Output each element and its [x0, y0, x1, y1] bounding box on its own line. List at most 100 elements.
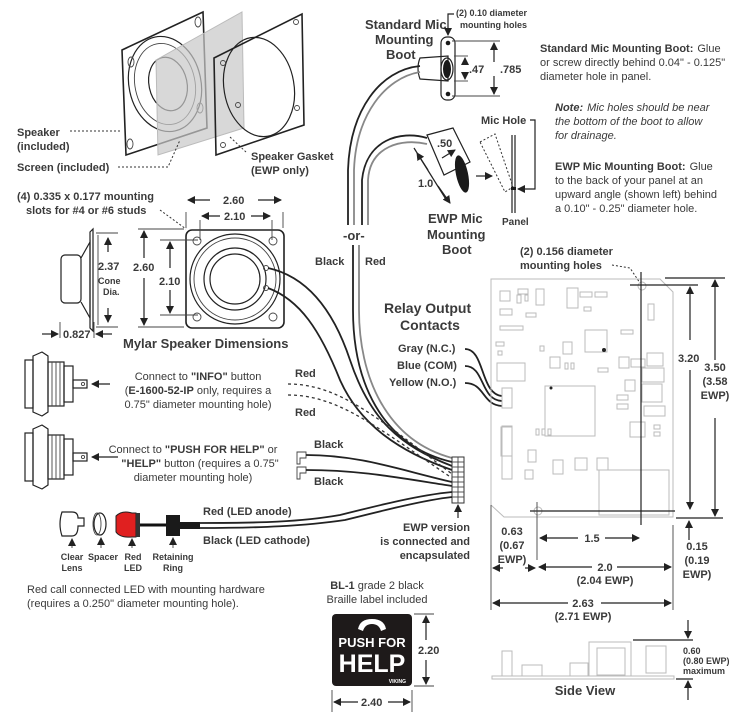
led-desc-line-2: (requires a 0.250" diameter mounting hol… [27, 598, 239, 610]
std-mic-desc-line-2: or screw directly behind 0.04" - 0.125" [540, 57, 725, 69]
std-mic-holes-note-1: (2) 0.10 diameter [456, 8, 528, 18]
help-text-bold: "PUSH FOR HELP" [165, 444, 265, 456]
ewp-mic-desc-line-1: EWP Mic Mounting Boot:Glue [555, 161, 713, 173]
circuit-board [490, 278, 674, 518]
led-part-4-l2: Ring [163, 563, 183, 573]
braille-label: PUSH FOR HELP VIKING [332, 614, 412, 686]
speaker-exploded-view [70, 10, 305, 168]
ewp-mic-title-3: Boot [442, 242, 472, 257]
phone-icon [358, 619, 386, 631]
board-side-view [491, 641, 675, 680]
led-part-3-l2: LED [124, 563, 143, 573]
panel-label: Panel [502, 217, 529, 228]
wire-connector [451, 456, 465, 504]
std-mic-desc-line-3: diameter hole in panel. [540, 71, 651, 83]
board-left-offset-2: (0.67 [499, 540, 524, 552]
ewp-mic-desc-title: EWP Mic Mounting Boot: [555, 161, 686, 173]
retaining-ring [166, 515, 180, 536]
speaker-depth: 0.827 [63, 329, 91, 341]
speaker-outer-width: 2.60 [223, 195, 244, 207]
main-wire-bundle [267, 245, 453, 471]
ewp-mic-title-2: Mounting [427, 227, 486, 242]
std-mic-holes-note-2: mounting holes [460, 20, 527, 30]
braille-grade: grade 2 black [355, 580, 425, 592]
info-button-text-3: 0.75" diameter mounting hole) [125, 399, 272, 411]
help-text-pre: Connect to [109, 444, 165, 456]
info-text-post: button [228, 371, 262, 383]
speaker-included-label: (included) [17, 141, 70, 153]
speaker-inner-width: 2.10 [224, 211, 245, 223]
led-part-1-l2: Lens [61, 563, 82, 573]
info-text-bold: "INFO" [191, 371, 228, 383]
help-button-drawing [24, 424, 88, 490]
info-model-post: only, requires a [194, 385, 272, 397]
help-wire-terminals [296, 451, 307, 480]
braille-caption-line-1: BL-1 grade 2 black [330, 580, 424, 592]
side-view-label: Side View [555, 683, 616, 698]
mic-hole-label: Mic Hole [481, 115, 526, 127]
board-width-inner-2: (2.04 EWP) [577, 575, 634, 587]
ewp-mic-dim-width: .50 [437, 138, 452, 150]
relay-title-1: Relay Output [384, 300, 471, 316]
main-header [501, 425, 513, 480]
slots-note-line-1: (4) 0.335 x 0.177 mounting [17, 191, 154, 203]
board-holes-note-1: (2) 0.156 diameter [520, 246, 614, 258]
speaker-inner-height: 2.10 [159, 276, 180, 288]
mic-black-wire-label: Black [315, 256, 345, 268]
std-mic-title-3: Boot [386, 47, 416, 62]
led-assembly [59, 511, 200, 538]
info-red-wire-2: Red [295, 407, 316, 419]
relay-yellow-label: Yellow (N.O.) [389, 377, 457, 389]
ewp-mic-desc-line-3: upward angle (shown left) behind [555, 189, 717, 201]
board-left-offset-3: EWP) [498, 554, 527, 566]
ewp-version-note-2: is connected and [380, 536, 470, 548]
board-height-3: EWP) [701, 390, 730, 402]
info-button-text-1: Connect to "INFO" button [135, 371, 262, 383]
info-model: E-1600-52-IP [128, 385, 193, 397]
std-mic-desc-title: Standard Mic Mounting Boot: [540, 43, 693, 55]
ewp-mic-title-1: EWP Mic [428, 211, 483, 226]
relay-title-2: Contacts [400, 317, 460, 333]
help-button-text-2: "HELP" button (requires a 0.75" [121, 458, 279, 470]
led-cathode-label: Black (LED cathode) [203, 535, 310, 547]
speaker-outer-height: 2.60 [133, 262, 154, 274]
help-text-post: or [265, 444, 278, 456]
info-button-text-2: (E-1600-52-IP only, requires a [125, 385, 272, 397]
board-bottom-offset-1: 0.15 [686, 541, 707, 553]
board-width-total-1: 2.63 [572, 598, 593, 610]
braille-width: 2.40 [361, 697, 382, 709]
braille-label-line-1: PUSH FOR [338, 635, 406, 650]
gasket-ewp-label: (EWP only) [251, 165, 309, 177]
speaker-front-view [185, 229, 285, 329]
slots-note-line-2: slots for #4 or #6 studs [26, 205, 146, 217]
ewp-mic-desc-line-4: a 0.10" - 0.25" diameter hole. [555, 203, 697, 215]
info-button-drawing [24, 351, 88, 417]
braille-height: 2.20 [418, 645, 439, 657]
info-text-pre: Connect to [135, 371, 191, 383]
cone-label: Cone [98, 276, 121, 286]
processor-chip [544, 385, 596, 437]
braille-brand: VIKING [389, 679, 406, 685]
relay-blue-label: Blue (COM) [397, 360, 457, 372]
or-label: -or- [343, 228, 365, 243]
board-left-offset-1: 0.63 [501, 526, 522, 538]
board-width-total-2: (2.71 EWP) [555, 611, 612, 623]
board-holes-note-2: mounting holes [520, 260, 602, 272]
relay-wires [464, 348, 503, 407]
led-part-3-l1: Red [124, 552, 141, 562]
led-part-2-l1: Spacer [88, 552, 119, 562]
ewp-version-note-3: encapsulated [400, 550, 470, 562]
side-height-1: 0.60 [683, 646, 701, 656]
help-button-text-3: diameter mounting hole) [134, 472, 253, 484]
speaker-side-view [60, 227, 99, 333]
led-anode-label: Red (LED anode) [203, 506, 292, 518]
info-model-pre: ( [125, 385, 129, 397]
dia-label: Dia. [103, 287, 120, 297]
note-line-1: Note:Mic holes should be near [555, 102, 711, 114]
board-bottom-offset-3: EWP) [683, 569, 712, 581]
board-height-2: (3.58 [702, 376, 727, 388]
note-text-1: Mic holes should be near [587, 102, 711, 114]
ewp-version-note-1: EWP version [403, 522, 470, 534]
red-led [115, 511, 137, 538]
